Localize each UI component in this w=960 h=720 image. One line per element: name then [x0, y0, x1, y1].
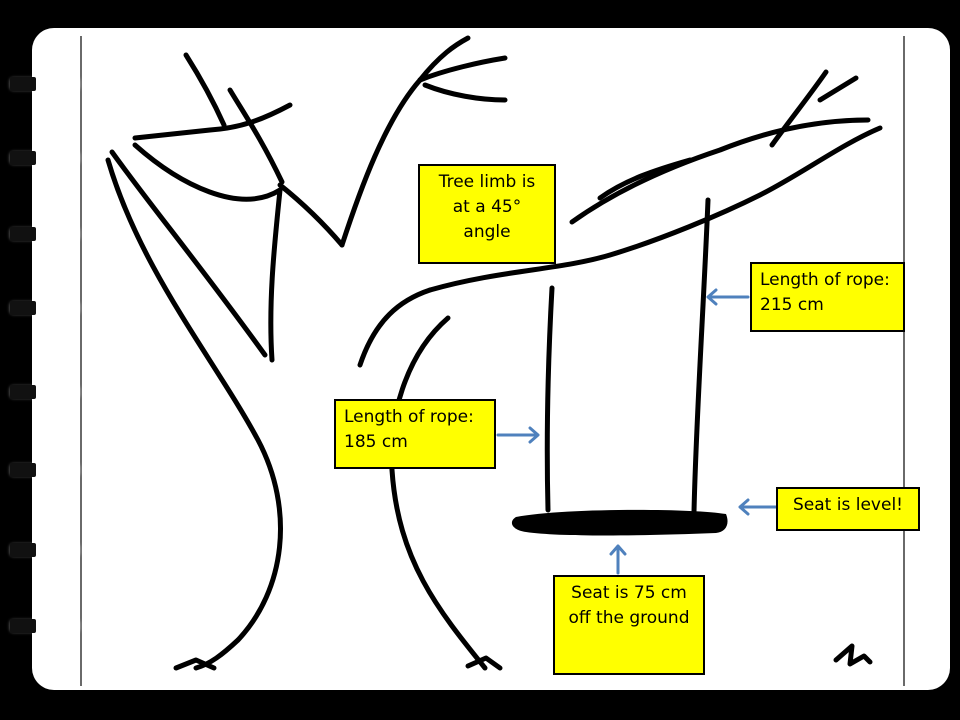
right-limb-twig	[769, 69, 829, 148]
branch-upper-middle3	[422, 82, 508, 103]
spiral-ring	[10, 227, 80, 241]
branch-left-inner	[132, 142, 283, 363]
root-right	[465, 655, 503, 671]
rope-right	[691, 197, 711, 515]
swing-seat	[511, 509, 728, 536]
arrow-seat-level	[738, 498, 778, 516]
branch-upper-middle	[417, 35, 471, 83]
trunk-center-left	[277, 182, 345, 248]
right-limb-twig3	[597, 157, 693, 201]
spiral-ring	[10, 77, 80, 91]
right-limb-twig2	[817, 75, 859, 103]
rope-right-length-label: Length of rope: 215 cm	[750, 262, 905, 332]
arrow-seat-height	[609, 544, 627, 575]
spiral-ring	[10, 301, 80, 315]
trunk-inner-branch	[357, 287, 433, 368]
seat-level-label: Seat is level!	[776, 487, 920, 531]
rope-left	[544, 285, 555, 513]
trunk-left-edge	[105, 157, 283, 671]
right-limb-lower	[427, 125, 883, 293]
branch-left-outer	[109, 149, 268, 358]
spiral-ring	[10, 619, 80, 633]
trunk-right-edge	[388, 315, 488, 671]
grass-tuft	[833, 643, 873, 667]
limb-angle-label: Tree limb is at a 45° angle	[418, 164, 556, 264]
arrow-rope-right	[706, 288, 750, 306]
root-left	[173, 657, 217, 671]
rope-left-length-label: Length of rope: 185 cm	[334, 399, 496, 469]
branch-upper-middle2	[417, 55, 508, 83]
spiral-ring	[10, 543, 80, 557]
trunk-center-right	[339, 77, 423, 248]
arrow-rope-left	[496, 426, 540, 444]
spiral-ring	[10, 151, 80, 165]
notebook-paper	[32, 28, 950, 690]
spiral-ring	[10, 463, 80, 477]
branch-left-tip	[132, 102, 293, 141]
margin-line-right	[903, 36, 905, 686]
branch-left-twig	[227, 87, 285, 185]
seat-height-label: Seat is 75 cm off the ground	[553, 575, 705, 675]
margin-line-left	[80, 36, 82, 686]
branch-left-twig2	[183, 52, 227, 128]
spiral-ring	[10, 385, 80, 399]
right-limb-upper	[569, 117, 871, 225]
